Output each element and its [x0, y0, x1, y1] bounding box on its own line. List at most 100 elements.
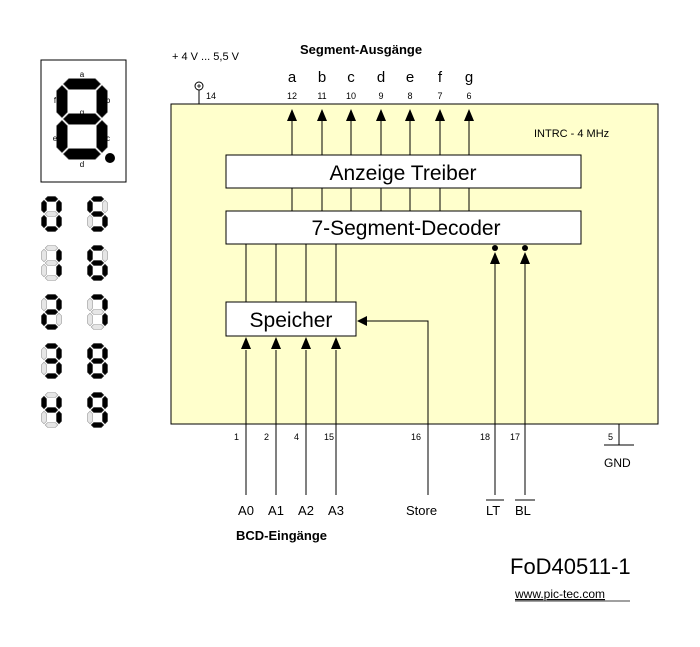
segment-output-pin-c: 10	[346, 91, 356, 101]
segment-output-arrow-icon	[317, 109, 327, 121]
driver-decoder-connections	[291, 188, 470, 211]
digit-8-segment-f	[87, 346, 93, 361]
driver-block	[225, 154, 582, 189]
latch-block	[225, 301, 357, 337]
store-pin-number: 16	[411, 432, 421, 442]
segment-output-pin-d: 9	[378, 91, 383, 101]
driver-label: Anzeige Treiber	[329, 162, 476, 185]
chip-body	[170, 103, 659, 425]
digit-2-segment-d	[44, 324, 59, 330]
digit-8-segment-a	[90, 343, 105, 349]
digit-3-segment-d	[44, 373, 59, 379]
digit-sample-0	[41, 196, 62, 232]
oscillator-label: INTRC - 4 MHz	[534, 128, 609, 140]
digit-7-segment-g	[90, 309, 105, 315]
digit-3-segment-b	[56, 346, 62, 361]
digit-5-segment-d	[90, 226, 105, 232]
digit-0-segment-b	[56, 199, 62, 214]
bl-bubble-icon	[522, 245, 528, 251]
bcd-inputs-title: BCD-Eingänge	[236, 528, 327, 543]
bcd-input-arrow-icon	[301, 337, 311, 349]
digit-sample-7	[87, 294, 108, 330]
latch-label: Speicher	[250, 309, 333, 332]
bl-arrow-icon	[520, 252, 530, 264]
big-segment-label-b: b	[106, 96, 111, 105]
store-line	[366, 320, 429, 495]
segment-output-letter-f: f	[438, 69, 443, 86]
bl-pin-number: 17	[510, 432, 520, 442]
bcd-input-label-a3: A3	[328, 503, 344, 518]
bcd-pin-number-a3: 15	[324, 432, 334, 442]
digit-3-segment-c	[56, 361, 62, 376]
digit-3-segment-f	[41, 346, 47, 361]
bl-label: BL	[515, 503, 531, 518]
digit-8-segment-e	[87, 361, 93, 376]
digit-2-segment-g	[44, 309, 59, 315]
big-segment-b	[96, 84, 108, 119]
digit-6-segment-g	[90, 260, 105, 266]
digit-5-segment-e	[87, 214, 93, 229]
digit-6-segment-e	[87, 263, 93, 278]
digit-sample-1	[41, 245, 62, 281]
big-segment-label-e: e	[53, 134, 58, 143]
segment-output-arrow-icon	[405, 109, 415, 121]
digit-5-segment-g	[90, 211, 105, 217]
bcd-input-label-a0: A0	[238, 503, 254, 518]
store-arrow-icon	[357, 316, 367, 326]
big-segment-label-a: a	[80, 70, 85, 79]
digit-0-segment-g	[44, 211, 59, 217]
lt-bubble-icon	[492, 245, 498, 251]
digit-sample-3	[41, 343, 62, 379]
bcd-pin-number-a1: 2	[264, 432, 269, 442]
digit-5-segment-c	[102, 214, 108, 229]
bcd-input-arrow-icon	[331, 337, 341, 349]
digit-2-segment-e	[41, 312, 47, 327]
segment-output-arrow-icon	[346, 109, 356, 121]
digit-1-segment-c	[56, 263, 62, 278]
segment-output-arrow-icon	[464, 109, 474, 121]
digit-4-segment-d	[44, 422, 59, 428]
store-label: Store	[406, 503, 437, 518]
segment-output-letter-g: g	[465, 69, 473, 86]
digit-9-segment-c	[102, 410, 108, 425]
segment-output-pin-g: 6	[466, 91, 471, 101]
digit-1-segment-d	[44, 275, 59, 281]
lt-pin-number: 18	[480, 432, 490, 442]
digit-6-segment-c	[102, 263, 108, 278]
digit-9-segment-e	[87, 410, 93, 425]
big-segment-label-g: g	[80, 108, 84, 117]
digit-sample-9	[87, 392, 108, 428]
segment-output-letter-c: c	[347, 69, 355, 86]
digit-8-segment-b	[102, 346, 108, 361]
big-segment-label-f: f	[54, 96, 57, 105]
digit-3-segment-g	[44, 358, 59, 364]
digit-7-segment-b	[102, 297, 108, 312]
digit-7-segment-f	[87, 297, 93, 312]
bcd-input-arrow-icon	[271, 337, 281, 349]
digit-6-segment-f	[87, 248, 93, 263]
digit-0-segment-e	[41, 214, 47, 229]
digit-4-segment-e	[41, 410, 47, 425]
decoder-label: 7-Segment-Decoder	[311, 217, 500, 240]
digit-5-segment-f	[87, 199, 93, 214]
digit-2-segment-f	[41, 297, 47, 312]
vcc-pin-number: 14	[206, 91, 216, 101]
lt-arrow-icon	[490, 252, 500, 264]
digit-9-segment-d	[90, 422, 105, 428]
digit-7-segment-a	[90, 294, 105, 300]
digit-1-segment-b	[56, 248, 62, 263]
segment-output-arrow-icon	[287, 109, 297, 121]
bcd-input-label-a2: A2	[298, 503, 314, 518]
digit-2-segment-c	[56, 312, 62, 327]
digit-4-segment-f	[41, 395, 47, 410]
digit-sample-6	[87, 245, 108, 281]
decoder-block	[225, 210, 582, 245]
digit-0-segment-c	[56, 214, 62, 229]
digit-9-segment-g	[90, 407, 105, 413]
website-link[interactable]: www.pic-tec.com	[514, 587, 605, 601]
